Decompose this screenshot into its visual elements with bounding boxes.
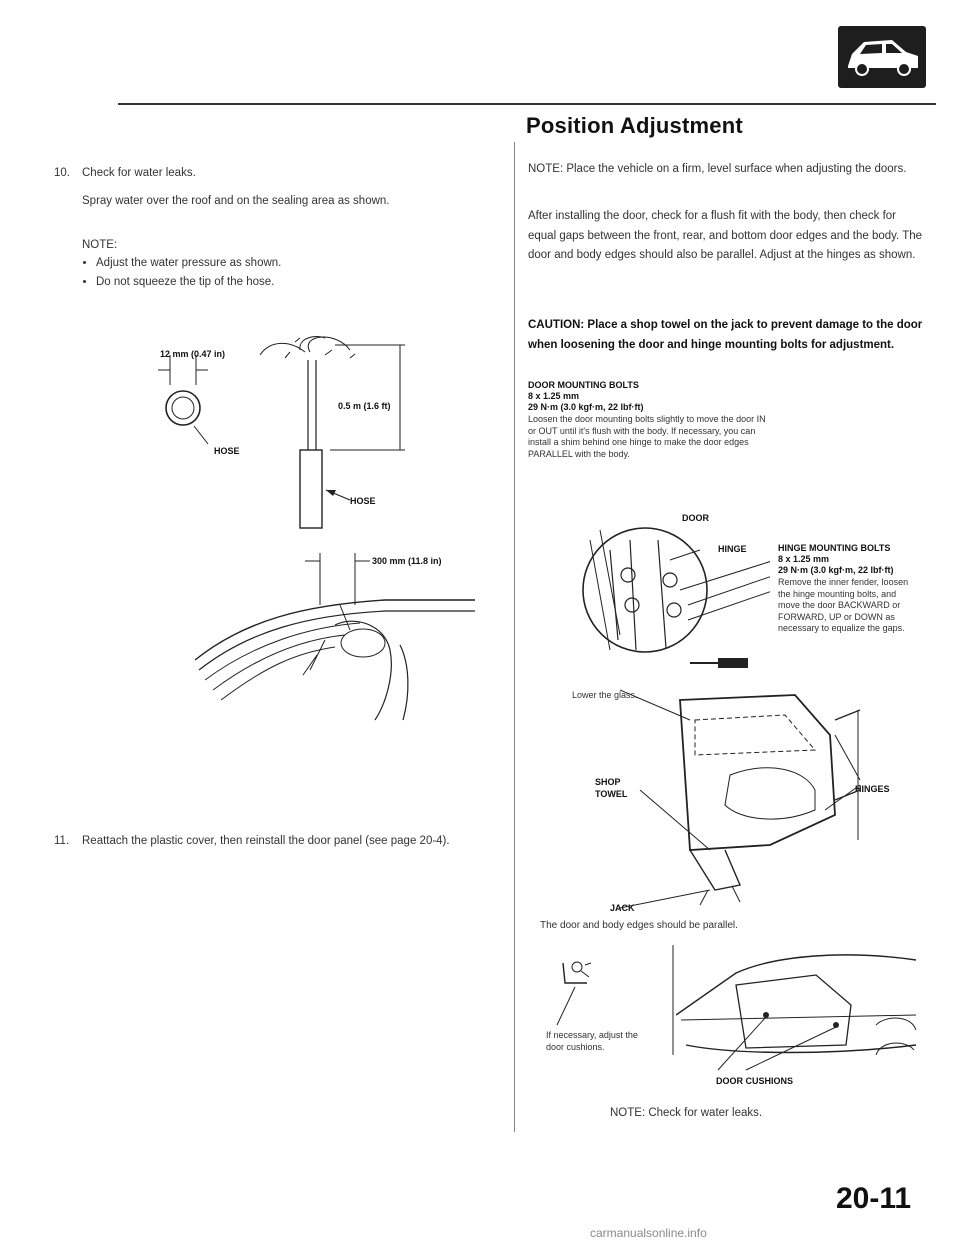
hinge-bolts-text: Remove the inner fender, loosen the hing… [778, 577, 909, 633]
distance-label: 300 mm (11.8 in) [372, 556, 442, 566]
door-cushions-label: DOOR CUSHIONS [716, 1076, 794, 1086]
note-firm-surface: NOTE: Place the vehicle on a firm, level… [528, 163, 907, 175]
step-10-note-label: NOTE: [82, 239, 118, 251]
hose-label-left: HOSE [214, 446, 240, 456]
cushion-inset-figure [556, 945, 674, 1055]
adjustment-paragraph: After installing the door, check for a f… [528, 210, 923, 261]
height-label: 0.5 m (1.6 ft) [338, 401, 391, 411]
nozzle-dimension-label: 12 mm (0.47 in) [160, 349, 226, 359]
door-label: DOOR [682, 513, 709, 523]
note-water-leaks: NOTE: Check for water leaks. [610, 1107, 763, 1119]
step-10-heading: Check for water leaks. [82, 167, 196, 179]
door-jack-figure [620, 689, 861, 909]
hose-nozzle-figure [158, 336, 405, 529]
page-title: Position Adjustment [526, 113, 743, 138]
note-item: Adjust the water pressure as shown. [96, 254, 502, 273]
hinges-label: HINGES [855, 784, 890, 794]
car-icon [838, 26, 926, 88]
hinge-bolts-torque: 29 N·m (3.0 kgf·m, 22 lbf·ft) [778, 565, 894, 575]
lower-glass-label: Lower the glass. [572, 690, 638, 700]
door-bolts-size: 8 x 1.25 mm [528, 391, 580, 401]
page-number: 20-11 [836, 1182, 912, 1215]
hinge-bolts-title: HINGE MOUNTING BOLTS [778, 543, 891, 553]
roof-spray-figure [194, 553, 475, 721]
column-divider [514, 142, 515, 1132]
step-11-text: Reattach the plastic cover, then reinsta… [82, 835, 450, 847]
step-10-number: 10. [54, 167, 70, 179]
step-10-body: Spray water over the roof and on the sea… [82, 195, 390, 207]
door-bolts-title: DOOR MOUNTING BOLTS [528, 380, 639, 390]
header-rule [118, 103, 936, 105]
watermark: carmanualsonline.info [590, 1226, 707, 1240]
door-bolts-text: Loosen the door mounting bolts slightly … [528, 414, 766, 459]
shop-towel-label: SHOP TOWEL [595, 777, 628, 799]
step-10-notes: Adjust the water pressure as shown. Do n… [82, 254, 502, 292]
parallel-caption: The door and body edges should be parall… [540, 920, 738, 931]
hinge-bolts-size: 8 x 1.25 mm [778, 554, 830, 564]
caution-text: CAUTION: Place a shop towel on the jack … [528, 319, 923, 351]
if-necessary-label: If necessary, adjust the door cushions. [546, 1030, 638, 1052]
car-side-figure [676, 954, 917, 1071]
step-11-number: 11. [54, 835, 70, 847]
note-item: Do not squeeze the tip of the hose. [96, 273, 502, 292]
hinge-closeup-figure [582, 527, 770, 668]
hinge-label: HINGE [718, 544, 747, 554]
hose-label-right: HOSE [350, 496, 376, 506]
door-bolts-torque: 29 N·m (3.0 kgf·m, 22 lbf·ft) [528, 402, 644, 412]
